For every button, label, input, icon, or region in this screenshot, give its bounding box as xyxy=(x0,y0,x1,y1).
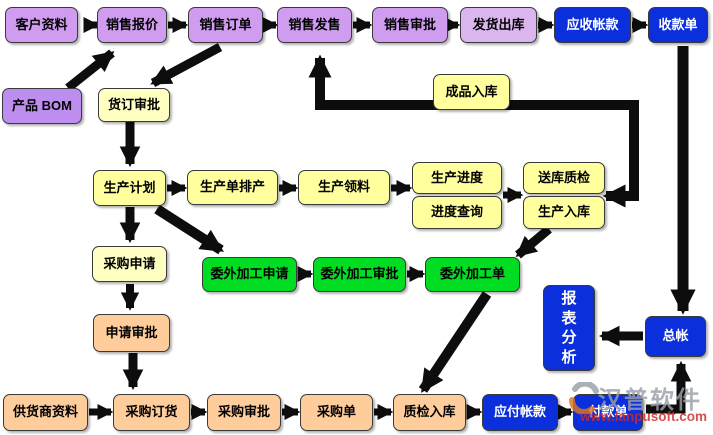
flow-node-sales-order: 销售订单 xyxy=(188,7,263,43)
flow-node-customer-info: 客户资料 xyxy=(5,7,78,43)
flow-node-purchase-order-goods: 采购订货 xyxy=(113,394,190,431)
flow-node-receipt: 收款单 xyxy=(648,7,708,43)
flow-node-request-approval: 申请审批 xyxy=(93,314,170,352)
flow-node-sales-approval: 销售审批 xyxy=(372,7,448,43)
flow-node-production-progress: 生产进度 xyxy=(412,162,502,194)
flow-node-production-picking: 生产领料 xyxy=(298,170,390,205)
flow-node-purchase-order: 采购单 xyxy=(300,394,373,431)
flow-node-sales-release: 销售发售 xyxy=(277,7,352,43)
flow-node-order-approval: 货订审批 xyxy=(98,88,170,122)
flow-node-outsourcing-order: 委外加工单 xyxy=(425,257,520,292)
flow-node-label: 报表分析 xyxy=(561,290,577,366)
flow-node-purchase-approval: 采购审批 xyxy=(207,394,281,431)
arrow-payment-to-ledger xyxy=(646,360,692,414)
flow-node-payment: 付款单 xyxy=(573,394,643,431)
flow-node-qc-warehouse-in: 质检入库 xyxy=(393,394,466,431)
flow-node-report-analysis: 报表分析 xyxy=(543,285,595,371)
flow-node-payables: 应付帐款 xyxy=(482,394,558,431)
flow-node-purchase-request: 采购申请 xyxy=(92,246,167,282)
flow-node-receivables: 应收帐款 xyxy=(554,7,631,43)
flow-node-shipping-out: 发货出库 xyxy=(460,7,537,43)
flow-node-supplier-info: 供货商资料 xyxy=(3,394,88,431)
arrow-plan-to-outsourcing-request xyxy=(154,204,224,255)
arrow-production-in-to-outsourcing-order xyxy=(515,225,552,259)
flow-node-outsourcing-request: 委外加工申请 xyxy=(202,257,297,292)
arrow-outsourcing-order-to-qc-in xyxy=(418,291,492,393)
flow-node-production-scheduling: 生产单排产 xyxy=(187,170,278,205)
flow-node-progress-query: 进度查询 xyxy=(412,196,502,229)
arrow-bom-to-quote xyxy=(65,49,115,92)
flow-node-production-in: 生产入库 xyxy=(523,196,605,229)
arrow-finished-goods-loop xyxy=(308,54,639,208)
flow-node-sales-quote: 销售报价 xyxy=(97,7,167,43)
arrow-order-to-order-approval xyxy=(150,43,223,87)
flow-node-finished-goods-in: 成品入库 xyxy=(433,74,510,110)
flow-node-general-ledger: 总帐 xyxy=(645,316,706,357)
flow-node-product-bom: 产品 BOM xyxy=(2,88,82,124)
flow-node-production-plan: 生产计划 xyxy=(93,170,166,206)
flow-node-warehouse-qc: 送库质检 xyxy=(523,162,605,194)
flow-node-outsourcing-approval: 委外加工审批 xyxy=(313,257,406,292)
